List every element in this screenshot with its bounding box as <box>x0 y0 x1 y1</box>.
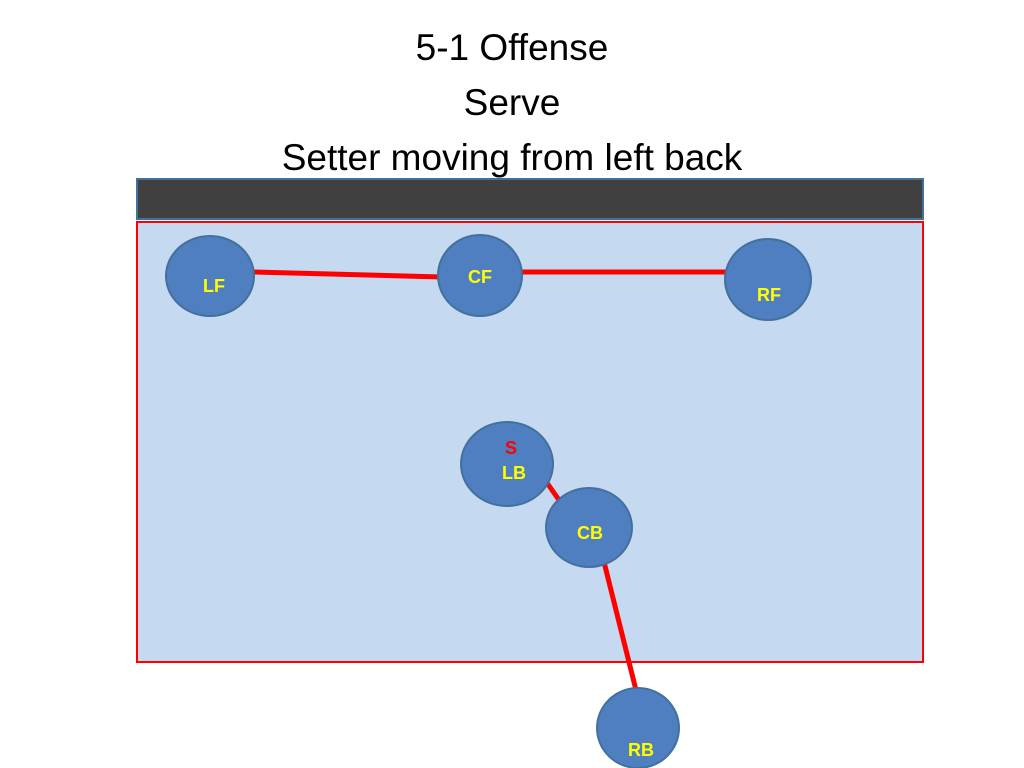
player-lf <box>165 235 255 317</box>
connector-lf-cf <box>251 269 443 280</box>
title-line-setter: Setter moving from left back <box>281 137 743 178</box>
player-lb-label: LB <box>502 463 526 483</box>
title-line-serve: Serve <box>463 82 561 123</box>
player-rb-label: RB <box>628 740 654 760</box>
net <box>136 178 924 220</box>
connector-cb-rb <box>601 561 639 691</box>
player-lb <box>460 421 554 507</box>
player-cb-label: CB <box>577 523 603 543</box>
player-cf-label: CF <box>468 267 492 287</box>
player-rf <box>724 238 812 321</box>
player-rf-label: RF <box>757 285 781 305</box>
player-cb <box>545 487 633 568</box>
title-line-offense: 5-1 Offense <box>415 27 609 68</box>
player-lf-label: LF <box>203 276 225 296</box>
slide-title: 5-1 Offense Serve Setter moving from lef… <box>0 20 1024 185</box>
player-cf <box>437 234 523 317</box>
setter-marker: S <box>504 438 517 458</box>
